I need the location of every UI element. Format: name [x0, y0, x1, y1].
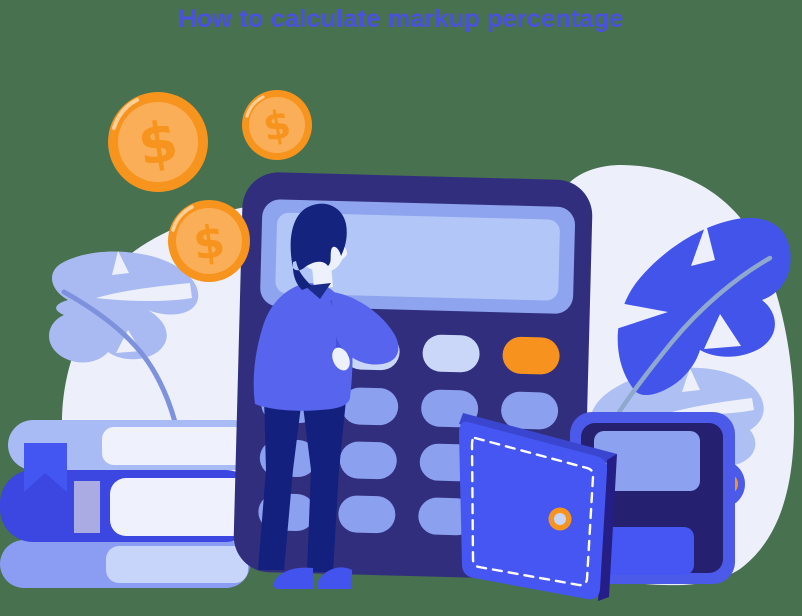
wallet-card-slot	[594, 431, 700, 491]
book-top	[8, 420, 258, 470]
person-shoe	[317, 567, 352, 589]
orange-key	[502, 336, 560, 375]
person-hand	[332, 347, 350, 371]
page-title: How to calculate markup percentage	[178, 5, 624, 33]
dollar-coin-large: $	[108, 92, 208, 192]
person-arm	[332, 292, 399, 365]
person	[253, 203, 399, 589]
wallet-stitching	[470, 436, 595, 587]
plant-right-stem	[613, 255, 773, 420]
book-middle	[0, 470, 258, 542]
book-bottom	[0, 540, 250, 588]
dollar-coin-small: $	[242, 90, 312, 160]
bookmark-ribbon	[24, 443, 67, 492]
person-collar	[305, 283, 331, 299]
dollar-sign: $	[190, 214, 228, 270]
plant-left	[49, 251, 199, 425]
dollar-coin-medium: $	[168, 200, 250, 282]
books-stack	[0, 420, 258, 588]
person-sweater	[253, 283, 353, 411]
person-legs	[258, 396, 302, 570]
person-hair	[290, 203, 347, 290]
wallet	[459, 412, 745, 601]
plant-left-stem	[61, 289, 178, 425]
wallet-flap	[459, 413, 617, 601]
person-shoe	[273, 567, 313, 589]
plant-right-front	[613, 217, 791, 420]
